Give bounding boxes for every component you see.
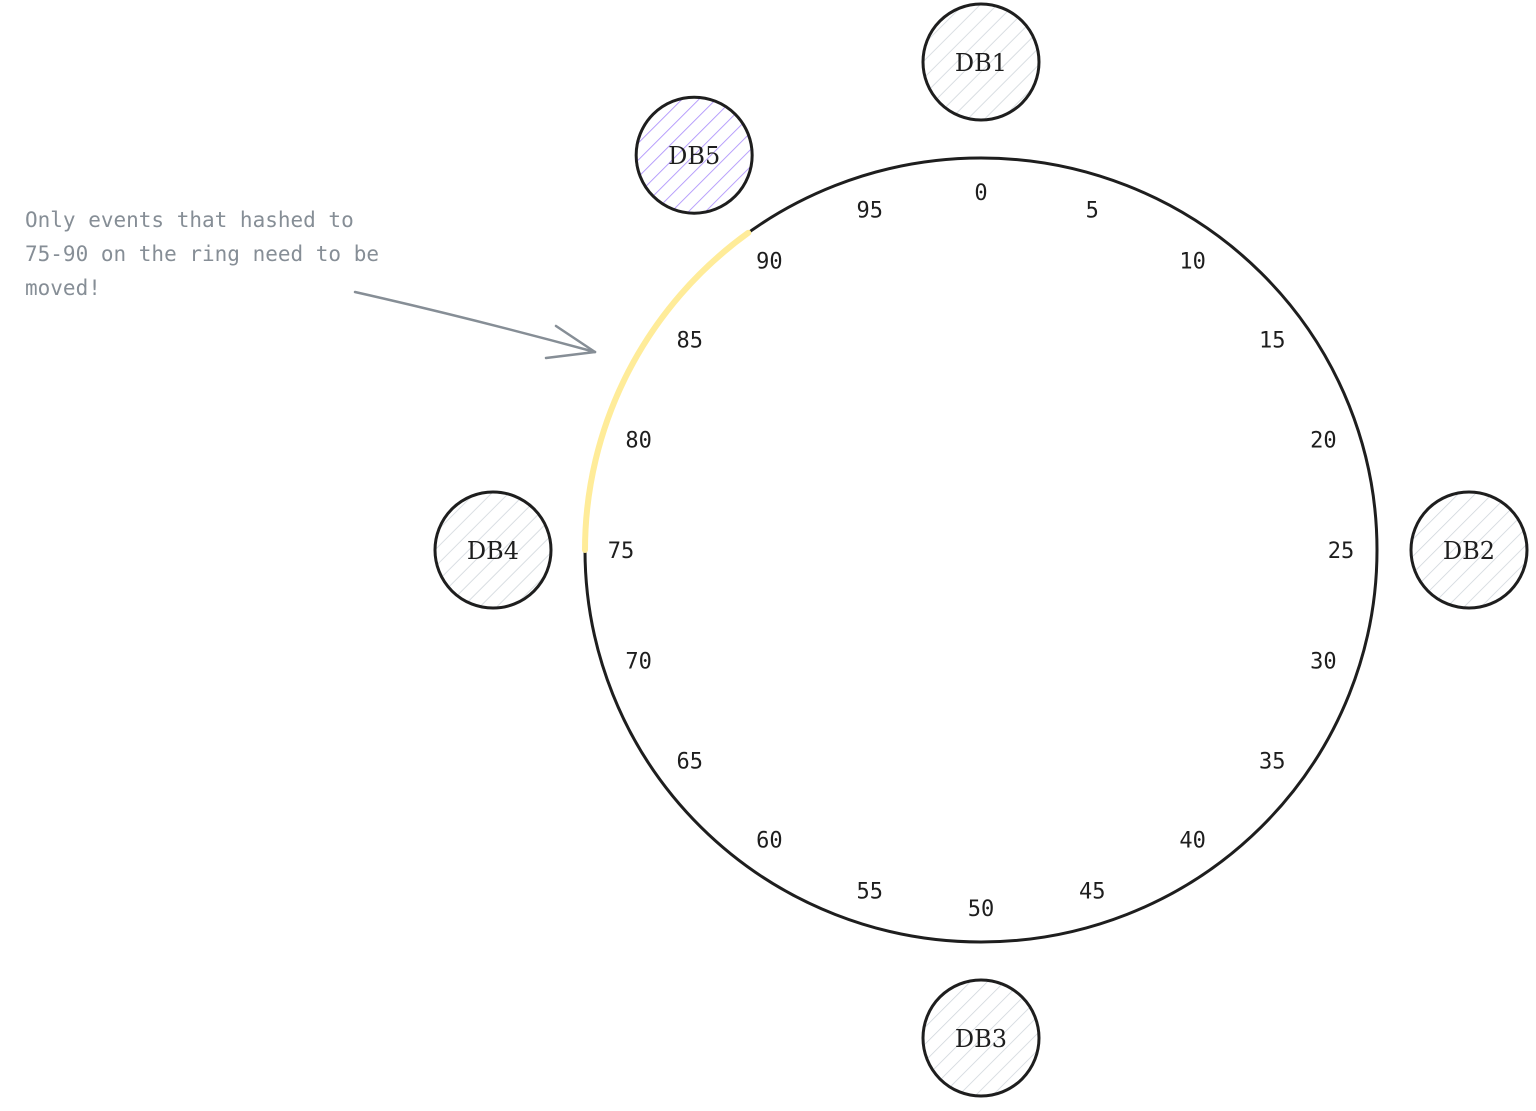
db-node-db1: DB1	[921, 2, 1041, 122]
db-node-label: DB2	[1443, 537, 1495, 565]
ring-label-45: 45	[1079, 879, 1106, 904]
db-node-db4: DB4	[433, 490, 553, 610]
ring-label-35: 35	[1259, 749, 1286, 774]
db-node-db5: DB5	[634, 95, 754, 215]
ring-label-85: 85	[677, 329, 704, 354]
ring-label-60: 60	[756, 829, 783, 854]
ring-label-65: 65	[677, 749, 704, 774]
db-node-circle	[634, 95, 754, 215]
db-node-db2: DB2	[1409, 490, 1529, 610]
ring-label-10: 10	[1179, 249, 1206, 274]
db-node-circle	[433, 490, 553, 610]
ring-tick-labels: 0 5 10 15 20 25 30 35 40 45 50 55 60 65 70 75 80 85 90 95	[608, 181, 1355, 922]
ring-label-50: 50	[968, 897, 995, 922]
ring-label-75: 75	[608, 539, 635, 564]
ring-label-25: 25	[1328, 539, 1355, 564]
ring-label-90: 90	[756, 249, 783, 274]
ring-label-40: 40	[1179, 829, 1206, 854]
hash-ring	[583, 156, 1379, 944]
ring-label-30: 30	[1310, 650, 1337, 675]
db-node-circle	[1409, 490, 1529, 610]
db-node-circle	[921, 978, 1041, 1098]
db-node-label: DB1	[955, 49, 1007, 77]
ring-label-55: 55	[857, 879, 884, 904]
db-node-label: DB4	[467, 537, 519, 565]
ring-label-80: 80	[625, 428, 652, 453]
ring-label-15: 15	[1259, 329, 1286, 354]
annotation-note: Only events that hashed to 75-90 on the …	[25, 203, 379, 305]
db-node-circle	[921, 2, 1041, 122]
db-node-label: DB5	[668, 142, 720, 170]
db-node-label: DB3	[955, 1025, 1007, 1053]
ring-label-5: 5	[1086, 199, 1099, 224]
ring-label-95: 95	[857, 199, 884, 224]
annotation-line: 75-90 on the ring need to be	[25, 242, 380, 266]
annotation-line: moved!	[25, 276, 101, 300]
annotation-line: Only events that hashed to	[25, 208, 354, 232]
ring-label-70: 70	[625, 650, 652, 675]
ring-label-20: 20	[1310, 428, 1337, 453]
highlighted-range-arc	[582, 229, 752, 553]
annotation-arrow	[353, 290, 597, 360]
db-node-db3: DB3	[921, 978, 1041, 1098]
ring-label-0: 0	[974, 181, 987, 206]
